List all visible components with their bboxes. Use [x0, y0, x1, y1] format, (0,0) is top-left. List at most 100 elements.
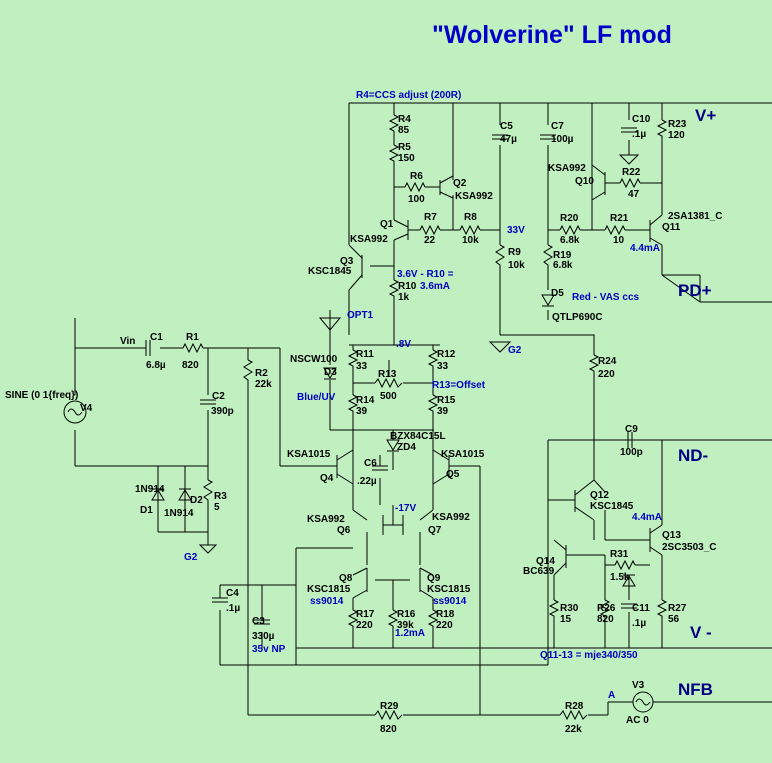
ref-c10: C10 [632, 114, 651, 125]
note-node-a: A [608, 690, 615, 701]
val-q10: KSA992 [548, 163, 586, 174]
val-c5: 47µ [500, 134, 517, 145]
ref-r24: R24 [598, 356, 617, 367]
val-r23: 120 [668, 130, 685, 141]
ref-r26: R26 [597, 603, 616, 614]
ref-q5: Q5 [446, 469, 460, 480]
val-r24: 220 [598, 369, 615, 380]
val-q9: KSC1815 [427, 584, 471, 595]
val-r27: 56 [668, 614, 680, 625]
val-r6: 100 [408, 194, 425, 205]
note-ss9014: ss9014 [433, 596, 467, 607]
ref-r23: R23 [668, 119, 687, 130]
note-mje: Q11-13 = mje340/350 [540, 650, 638, 661]
val-r16: 39k [397, 620, 414, 631]
ref-q2: Q2 [453, 178, 467, 189]
note-r4: R4=CCS adjust (200R) [356, 90, 461, 101]
ref-r29: R29 [380, 701, 399, 712]
val-c9: 100p [620, 447, 643, 458]
val-c4: .1µ [226, 603, 240, 614]
ref-r18: R18 [436, 609, 455, 620]
ref-c7: C7 [551, 121, 564, 132]
val-r7: 22 [424, 235, 436, 246]
val-r5: 150 [398, 153, 415, 164]
transistor-glyphs [336, 164, 663, 592]
ref-c4: C4 [226, 588, 239, 599]
ref-c6: C6 [364, 458, 377, 469]
ref-c1: C1 [150, 332, 163, 343]
val-zd4: BZX84C15L [390, 431, 446, 442]
val-q4: KSA1015 [287, 449, 331, 460]
ref-d3: D3 [324, 367, 337, 378]
note-44ma: 4.4mA [632, 512, 662, 523]
ref-r17: R17 [356, 609, 375, 620]
val-q2: KSA992 [455, 191, 493, 202]
note-blue: Blue/UV [297, 392, 336, 403]
ref-q10: Q10 [575, 176, 594, 187]
val-q13: 2SC3503_C [662, 542, 716, 553]
ac-source-icon [632, 691, 654, 713]
val-r15: 39 [437, 406, 449, 417]
port-vplus: V+ [695, 106, 716, 125]
ref-c3: C3 [252, 616, 265, 627]
diode-glyphs [151, 294, 636, 587]
ref-v3: V3 [632, 680, 645, 691]
val-d2: 1N914 [164, 508, 194, 519]
note-08v: .8V [396, 339, 411, 350]
ref-r10: R10 [398, 281, 417, 292]
val-q3: KSC1845 [308, 266, 352, 277]
note-c3-rating: 35v NP [252, 644, 286, 655]
val-r4: 85 [398, 125, 410, 136]
ref-r13: R13 [378, 369, 397, 380]
port-vminus: V - [690, 623, 712, 642]
val-c10: .1µ [632, 129, 646, 140]
ref-c11: C11 [632, 603, 650, 614]
capacitor-glyphs [145, 127, 637, 625]
val-r8: 10k [462, 235, 479, 246]
port-labels: V+ PD+ ND- V - NFB G2 G2 [184, 106, 716, 699]
ref-d1: D1 [140, 505, 153, 516]
ref-c9: C9 [625, 424, 638, 435]
note-vin: Vin [120, 336, 135, 347]
ground-icons [198, 154, 640, 554]
ref-q14: Q14 [536, 556, 555, 567]
ref-q9: Q9 [427, 573, 441, 584]
val-r21: 10 [613, 235, 625, 246]
val-r28: 22k [565, 724, 582, 735]
ref-q7: Q7 [428, 525, 442, 536]
ref-q6: Q6 [337, 525, 351, 536]
ref-r8: R8 [464, 212, 477, 223]
ref-r30: R30 [560, 603, 579, 614]
ref-r27: R27 [668, 603, 687, 614]
val-r3: 5 [214, 502, 220, 513]
ref-r2: R2 [255, 368, 268, 379]
ref-r3: R3 [214, 491, 227, 502]
wiring [74, 102, 772, 716]
ref-q13: Q13 [662, 530, 681, 541]
note-red: Red - VAS ccs [572, 292, 639, 303]
ref-r4: R4 [398, 114, 411, 125]
val-q12: KSC1845 [590, 501, 634, 512]
ref-d5: D5 [551, 288, 564, 299]
val-r17: 220 [356, 620, 373, 631]
title: "Wolverine" LF mod [432, 21, 672, 49]
val-r10: 1k [398, 292, 410, 303]
ref-q4: Q4 [320, 473, 334, 484]
title-group: "Wolverine" LF mod [432, 21, 672, 49]
val-d1: 1N914 [135, 484, 165, 495]
ref-v4: V4 [80, 403, 93, 414]
val-r14: 39 [356, 406, 368, 417]
ground-label-g2: G2 [508, 345, 522, 356]
val-c6: .22µ [357, 476, 377, 487]
port-ndminus: ND- [678, 446, 708, 465]
ref-r22: R22 [622, 167, 641, 178]
note-17v: -17V [395, 503, 416, 514]
ref-r31: R31 [610, 549, 629, 560]
sine-source-icon [63, 400, 87, 424]
ref-r28: R28 [565, 701, 584, 712]
val-c7: 100µ [551, 134, 574, 145]
note-33v: 33V [507, 225, 525, 236]
ref-r21: R21 [610, 213, 629, 224]
symbols [63, 114, 668, 721]
val-q5: KSA1015 [441, 449, 485, 460]
